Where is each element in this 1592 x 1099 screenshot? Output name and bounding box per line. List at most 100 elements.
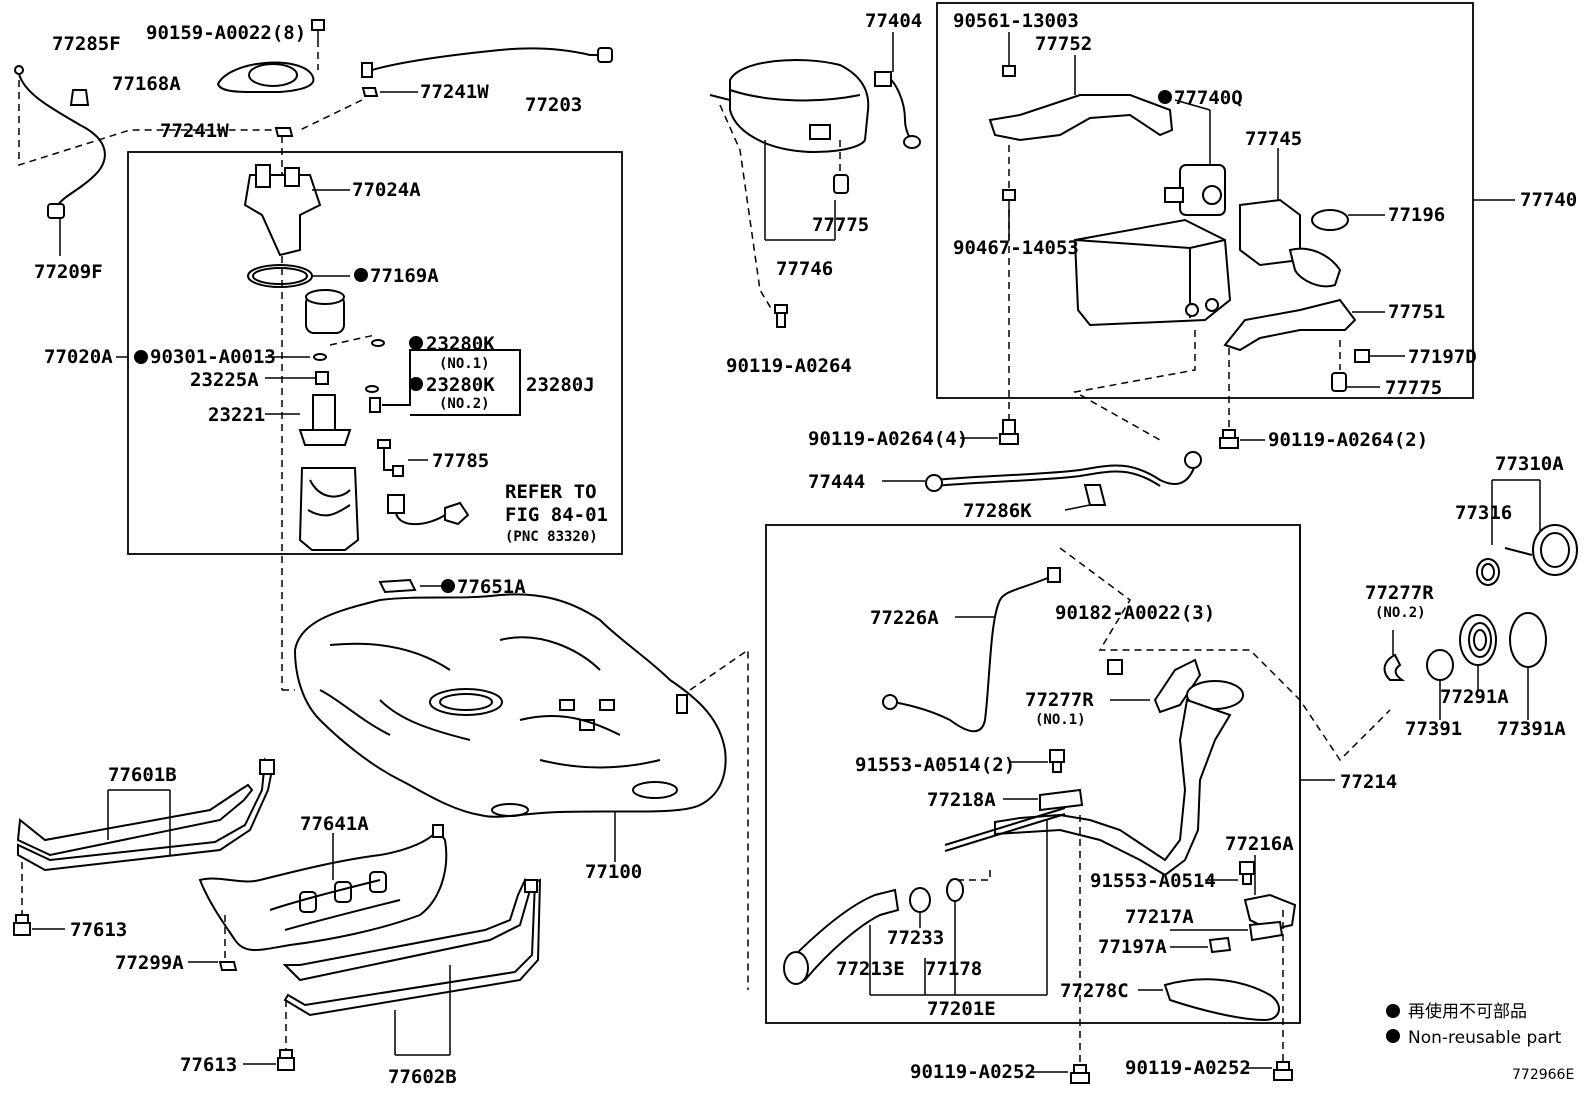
nonreusable-dot-90301 — [134, 350, 148, 364]
label-77218A: 77218A — [927, 789, 996, 811]
label-23280K-no2-sub: (NO.2) — [439, 396, 490, 412]
part-breather-pipe — [944, 807, 1066, 852]
part-77404-hose — [874, 71, 921, 149]
part-77024A-pump-bracket — [243, 164, 322, 257]
part-91553-bolt-2 — [1049, 749, 1065, 773]
label-77197D: 77197D — [1408, 346, 1477, 368]
label-77651A: 77651A — [457, 576, 526, 598]
figure-code: 772966E — [1512, 1067, 1574, 1083]
label-77197A: 77197A — [1098, 936, 1167, 958]
part-77216A-bracket — [1243, 893, 1297, 932]
label-90119-A0252-b: 90119-A0252 — [1125, 1057, 1251, 1079]
label-77602B: 77602B — [388, 1066, 457, 1088]
label-77751: 77751 — [1388, 301, 1445, 323]
part-77291A-filler-opening — [1459, 614, 1497, 666]
label-77740: 77740 — [1520, 189, 1577, 211]
part-fuel-pump-housing — [298, 467, 360, 551]
label-77100: 77100 — [585, 861, 642, 883]
nonreusable-dot-23280K-1 — [409, 336, 423, 350]
label-77613-bottom: 77613 — [180, 1054, 237, 1076]
part-canister — [1073, 218, 1232, 327]
part-77226A-breather-tube — [882, 567, 1061, 733]
label-77745: 77745 — [1245, 128, 1302, 150]
part-77278C-protector — [1163, 978, 1280, 1022]
part-77203-wire — [361, 47, 613, 78]
label-91553-A0514: 91553-A0514 — [1090, 870, 1216, 892]
part-90119-A0252-bolt-a — [1070, 1064, 1090, 1084]
part-77209F-sender-wire — [14, 65, 106, 219]
label-90119-A0252-a: 90119-A0252 — [910, 1061, 1036, 1083]
label-77278C: 77278C — [1060, 980, 1129, 1002]
label-90159-A0022: 90159-A0022(8) — [146, 22, 306, 44]
label-23280K-no1: 23280K — [426, 333, 495, 355]
part-77277R-no2-ring — [1383, 653, 1406, 681]
label-77286K: 77286K — [963, 500, 1032, 522]
part-91553-bolt — [1239, 861, 1255, 885]
label-77391: 77391 — [1405, 718, 1462, 740]
label-23225A: 23225A — [190, 369, 259, 391]
part-77168A-retainer-ring — [216, 61, 315, 93]
part-fuel-cap — [1504, 524, 1578, 576]
part-23221-fuel-pump — [298, 394, 352, 446]
legend-text-jp: 再使用不可部品 — [1408, 1001, 1527, 1022]
refer-text-line3: (PNC 83320) — [505, 529, 598, 545]
part-90119-A0252-bolt-b — [1273, 1061, 1293, 1081]
part-77286K-clamp — [1083, 484, 1107, 506]
part-77745-pump-module — [1239, 198, 1342, 288]
label-23280K-no2: 23280K — [426, 374, 495, 396]
label-77775-a: 77775 — [812, 214, 869, 236]
part-77285F-clip — [69, 89, 90, 106]
label-77746: 77746 — [776, 258, 833, 280]
label-77214: 77214 — [1340, 771, 1397, 793]
part-77785-connector — [377, 439, 404, 477]
label-77201E: 77201E — [927, 998, 996, 1020]
part-77391A-cover — [1509, 612, 1547, 668]
nonreusable-dot-77740Q — [1158, 90, 1172, 104]
label-77444: 77444 — [808, 471, 865, 493]
nonreusable-dot-23280K-2 — [409, 377, 423, 391]
part-77651A-gasket-plate — [378, 578, 417, 594]
label-90119-A0264-a: 90119-A0264 — [726, 355, 852, 377]
label-77024A: 77024A — [352, 179, 421, 201]
legend-text-en: Non-reusable part — [1408, 1028, 1562, 1048]
part-fuel-filter — [305, 289, 345, 334]
part-77752-bracket — [988, 94, 1174, 142]
label-77169A: 77169A — [370, 265, 439, 287]
legend-dot-en — [1386, 1029, 1400, 1043]
part-77169A-gasket — [247, 264, 313, 288]
part-77316-gasket — [1476, 558, 1500, 586]
label-91553-A0514-2: 91553-A0514(2) — [855, 754, 1015, 776]
label-23280J: 23280J — [526, 374, 595, 396]
part-77100-fuel-tank — [293, 593, 727, 818]
refer-text-line1: REFER TO — [505, 481, 597, 503]
part-77613-bolt-left — [13, 914, 31, 936]
label-77613-left: 77613 — [70, 919, 127, 941]
label-77404: 77404 — [865, 10, 922, 32]
refer-text-line2: FIG 84-01 — [505, 504, 608, 526]
label-77209F: 77209F — [34, 261, 103, 283]
label-77168A: 77168A — [112, 73, 181, 95]
label-77310A: 77310A — [1495, 453, 1564, 475]
legend-dot-jp — [1386, 1004, 1400, 1018]
label-77233: 77233 — [887, 927, 944, 949]
label-77196: 77196 — [1388, 204, 1445, 226]
label-90467-14053: 90467-14053 — [953, 237, 1079, 259]
label-77020A: 77020A — [44, 346, 113, 368]
part-77746-canister-cover — [709, 59, 870, 153]
label-77740Q: 77740Q — [1174, 87, 1243, 109]
part-77751-bracket — [1223, 298, 1357, 352]
label-23280K-no1-sub: (NO.1) — [439, 356, 490, 372]
label-77785: 77785 — [432, 450, 489, 472]
label-77299A: 77299A — [115, 952, 184, 974]
part-77217A-clip — [1248, 920, 1284, 942]
part-77391-gasket — [1426, 649, 1454, 681]
label-77277R-no2-sub: (NO.2) — [1375, 605, 1426, 621]
label-77178: 77178 — [925, 958, 982, 980]
label-90119-A0264-4: 90119-A0264(4) — [808, 428, 968, 450]
label-77641A: 77641A — [300, 813, 369, 835]
part-77277R-no1-grommet — [1153, 658, 1202, 714]
part-77601B-tank-band — [16, 757, 275, 872]
part-77218A-clip — [1039, 788, 1084, 812]
label-77226A: 77226A — [870, 607, 939, 629]
part-77214-filler-pipe — [994, 680, 1244, 877]
